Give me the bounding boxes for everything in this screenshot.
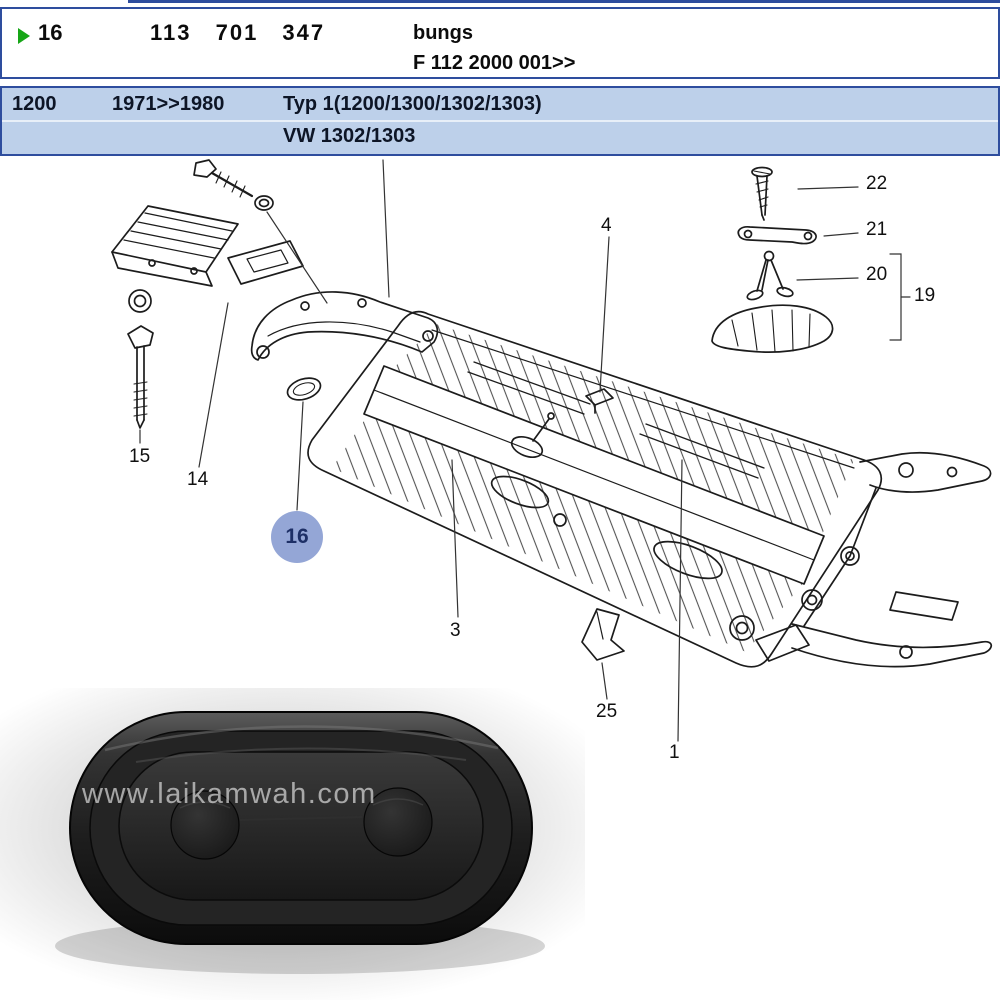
- top-divider: [128, 0, 1000, 3]
- part-description: bungs: [413, 22, 473, 44]
- callout-14[interactable]: 14: [187, 469, 209, 490]
- model-header-row: 1200 1971>>1980 Typ 1(1200/1300/1302/130…: [0, 86, 1000, 156]
- selected-row-marker-icon: [18, 28, 30, 44]
- band-divider: [2, 120, 998, 122]
- item-number: 16: [38, 20, 63, 45]
- callout-21[interactable]: 21: [866, 219, 888, 240]
- callout-3[interactable]: 3: [450, 620, 461, 641]
- part-photo: www.laikamwah.com: [0, 688, 585, 1000]
- model-subtype: VW 1302/1303: [283, 125, 416, 147]
- part-number: 113 701 347: [150, 20, 326, 45]
- selected-part-badge-16[interactable]: 16: [271, 511, 323, 563]
- callout-1[interactable]: 1: [669, 742, 680, 763]
- rubber-bung-image: [55, 711, 545, 974]
- callout-4[interactable]: 4: [601, 215, 612, 236]
- callout-19[interactable]: 19: [914, 285, 936, 306]
- parts-list-row[interactable]: 16 113 701 347 bungs F 112 2000 001>>: [0, 7, 1000, 79]
- model-type: Typ 1(1200/1300/1302/1303): [283, 93, 542, 115]
- callout-25[interactable]: 25: [596, 701, 618, 722]
- callout-22[interactable]: 22: [866, 173, 888, 194]
- callout-15[interactable]: 15: [129, 446, 151, 467]
- photo-watermark: www.laikamwah.com: [82, 778, 377, 810]
- model-years: 1971>>1980: [112, 93, 225, 115]
- applicability-range: F 112 2000 001>>: [413, 52, 576, 74]
- model-code: 1200: [12, 93, 57, 115]
- callout-20[interactable]: 20: [866, 264, 888, 285]
